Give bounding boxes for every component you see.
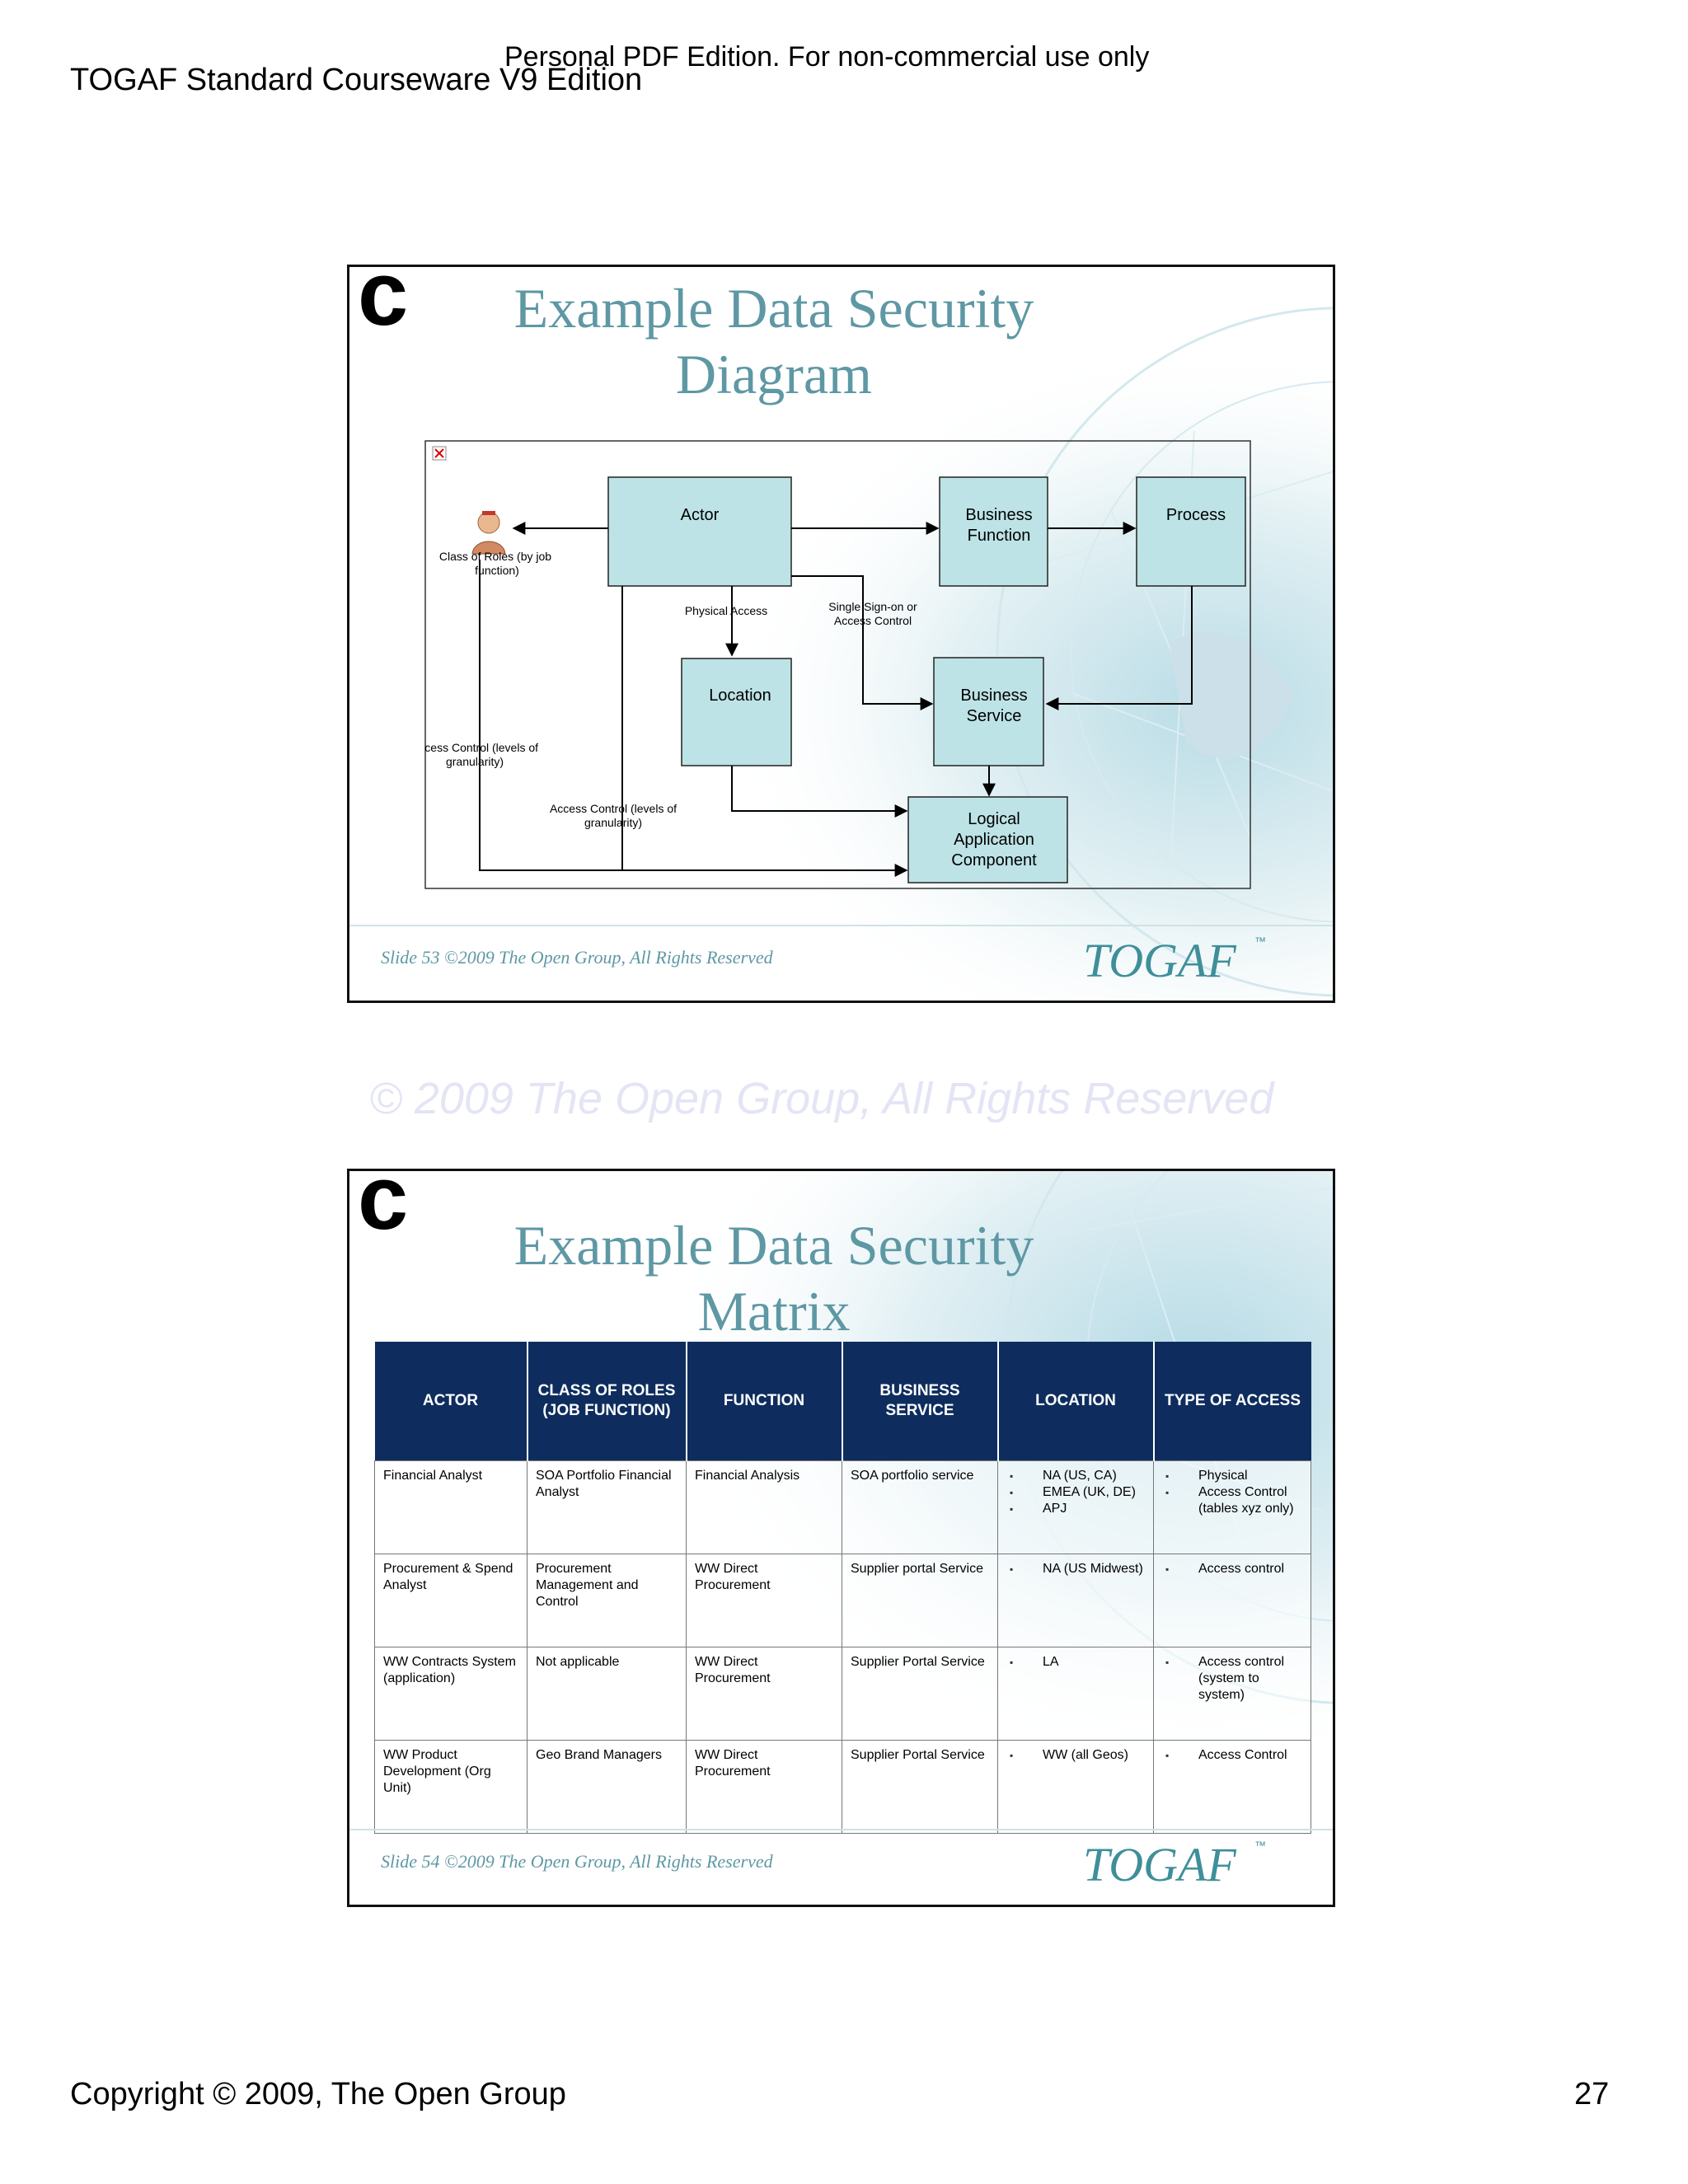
- globe-background-image: [349, 267, 1333, 1001]
- list-item: NA (US, CA): [1006, 1468, 1145, 1484]
- svg-text:Logical: Logical: [968, 810, 1020, 828]
- svg-text:Component: Component: [951, 851, 1037, 869]
- svg-text:Access Control (levels of: Access Control (levels of: [424, 741, 538, 754]
- trademark-symbol: ™: [1254, 935, 1266, 948]
- broken-image-icon: [432, 446, 447, 461]
- node-actor: Actor: [607, 476, 792, 587]
- svg-text:Single Sign-on or: Single Sign-on or: [828, 600, 917, 613]
- cell-role: Geo Brand Managers: [527, 1740, 687, 1834]
- svg-text:Application: Application: [954, 831, 1034, 849]
- cell-actor: WW Product Development (Org Unit): [374, 1740, 528, 1834]
- togaf-logo: TOGAF: [1083, 1838, 1236, 1891]
- node-location: Location: [681, 658, 792, 766]
- diagram-connectors: [479, 522, 1193, 877]
- column-header-class-of-roles: CLASS OF ROLES (JOB FUNCTION): [527, 1342, 687, 1461]
- svg-text:Service: Service: [967, 707, 1022, 725]
- node-business-service: Business Service: [933, 657, 1044, 766]
- diagram-frame: [424, 440, 1251, 889]
- list-item: Access control: [1162, 1561, 1302, 1577]
- document-title: TOGAF Standard Courseware V9 Edition: [70, 63, 643, 97]
- table-header-row: ACTOR CLASS OF ROLES (JOB FUNCTION) FUNC…: [374, 1342, 1311, 1461]
- slide-footer: Slide 53 ©2009 The Open Group, All Right…: [381, 947, 773, 968]
- column-header-business-service: BUSINESS SERVICE: [842, 1342, 999, 1461]
- node-process: Process: [1136, 476, 1246, 587]
- class-of-roles-person-icon: [471, 511, 506, 555]
- svg-text:Business: Business: [960, 687, 1027, 705]
- cell-actor: Financial Analyst: [374, 1460, 528, 1554]
- table-row: Procurement & Spend Analyst Procurement …: [374, 1554, 1311, 1647]
- svg-text:Function: Function: [968, 527, 1031, 545]
- svg-text:Process: Process: [1166, 506, 1226, 524]
- cell-actor: WW Contracts System (application): [374, 1647, 528, 1741]
- table-row: WW Product Development (Org Unit) Geo Br…: [374, 1740, 1311, 1834]
- svg-text:granularity): granularity): [584, 816, 642, 829]
- cell-function: WW Direct Procurement: [686, 1740, 842, 1834]
- list-item: Physical: [1162, 1468, 1302, 1484]
- corner-mark: c: [358, 265, 409, 344]
- cell-location: LA: [997, 1647, 1154, 1741]
- svg-text:Class of Roles (by job: Class of Roles (by job: [439, 550, 551, 563]
- cell-access: Physical Access Control (tables xyz only…: [1153, 1460, 1311, 1554]
- cell-actor: Procurement & Spend Analyst: [374, 1554, 528, 1647]
- svg-text:Physical Access: Physical Access: [685, 604, 767, 617]
- cell-service: Supplier Portal Service: [842, 1740, 998, 1834]
- svg-text:Actor: Actor: [681, 506, 720, 524]
- table-row: Financial Analyst SOA Portfolio Financia…: [374, 1460, 1311, 1554]
- svg-text:function): function): [475, 564, 519, 577]
- node-logical-application-component: Logical Application Component: [907, 796, 1068, 883]
- cell-role: Procurement Management and Control: [527, 1554, 687, 1647]
- cell-function: WW Direct Procurement: [686, 1554, 842, 1647]
- list-item: Access control (system to system): [1162, 1654, 1302, 1704]
- svg-text:Access Control (levels of: Access Control (levels of: [550, 802, 677, 815]
- list-item: WW (all Geos): [1006, 1747, 1145, 1764]
- cell-function: WW Direct Procurement: [686, 1647, 842, 1741]
- list-item: Access Control: [1162, 1747, 1302, 1764]
- list-item: Access Control (tables xyz only): [1162, 1484, 1302, 1517]
- list-item: LA: [1006, 1654, 1145, 1671]
- list-item: APJ: [1006, 1501, 1145, 1517]
- table-row: WW Contracts System (application) Not ap…: [374, 1647, 1311, 1741]
- cell-location: NA (US, CA) EMEA (UK, DE) APJ: [997, 1460, 1154, 1554]
- diagram-edge-labels: Class of Roles (by job function) Physica…: [424, 550, 917, 829]
- svg-text:Access Control: Access Control: [834, 614, 912, 627]
- column-header-function: FUNCTION: [686, 1342, 843, 1461]
- cell-role: SOA Portfolio Financial Analyst: [527, 1460, 687, 1554]
- cell-service: Supplier Portal Service: [842, 1647, 998, 1741]
- togaf-logo: TOGAF: [1083, 934, 1236, 987]
- slide-title: Example Data Security Matrix: [513, 1214, 1034, 1343]
- copyright-footer: Copyright © 2009, The Open Group: [70, 2077, 566, 2111]
- svg-text:Location: Location: [709, 687, 771, 705]
- cell-access: Access control: [1153, 1554, 1311, 1647]
- data-security-diagram: Actor Business Function Process Location…: [424, 440, 1251, 889]
- data-security-matrix: ACTOR CLASS OF ROLES (JOB FUNCTION) FUNC…: [374, 1342, 1311, 1834]
- cell-location: NA (US Midwest): [997, 1554, 1154, 1647]
- page-number: 27: [1574, 2077, 1610, 2111]
- slide-53: c Example Data Security Diagram Actor Bu…: [347, 265, 1335, 1003]
- list-item: EMEA (UK, DE): [1006, 1484, 1145, 1501]
- watermark: © 2009 The Open Group, All Rights Reserv…: [369, 1074, 1274, 1123]
- svg-text:granularity): granularity): [446, 755, 504, 768]
- slide-footer: Slide 54 ©2009 The Open Group, All Right…: [381, 1851, 773, 1872]
- column-header-location: LOCATION: [997, 1342, 1155, 1461]
- column-header-actor: ACTOR: [374, 1342, 528, 1461]
- corner-mark: c: [358, 1169, 409, 1249]
- slide-footer-rule: [349, 1829, 1333, 1830]
- slide-title: Example Data Security Diagram: [513, 277, 1034, 405]
- slide-54: c Example Data Security Matrix ACTOR CLA…: [347, 1169, 1335, 1907]
- node-business-function: Business Function: [939, 476, 1048, 587]
- column-header-type-of-access: TYPE OF ACCESS: [1153, 1342, 1311, 1461]
- personal-edition-notice: Personal PDF Edition. For non-commercial…: [504, 41, 1150, 73]
- list-item: NA (US Midwest): [1006, 1561, 1145, 1577]
- cell-role: Not applicable: [527, 1647, 687, 1741]
- slide-footer-rule: [349, 925, 1333, 926]
- cell-service: Supplier portal Service: [842, 1554, 998, 1647]
- trademark-symbol: ™: [1254, 1839, 1266, 1852]
- cell-access: Access control (system to system): [1153, 1647, 1311, 1741]
- cell-service: SOA portfolio service: [842, 1460, 998, 1554]
- cell-location: WW (all Geos): [997, 1740, 1154, 1834]
- cell-function: Financial Analysis: [686, 1460, 842, 1554]
- svg-text:Business: Business: [965, 506, 1032, 524]
- cell-access: Access Control: [1153, 1740, 1311, 1834]
